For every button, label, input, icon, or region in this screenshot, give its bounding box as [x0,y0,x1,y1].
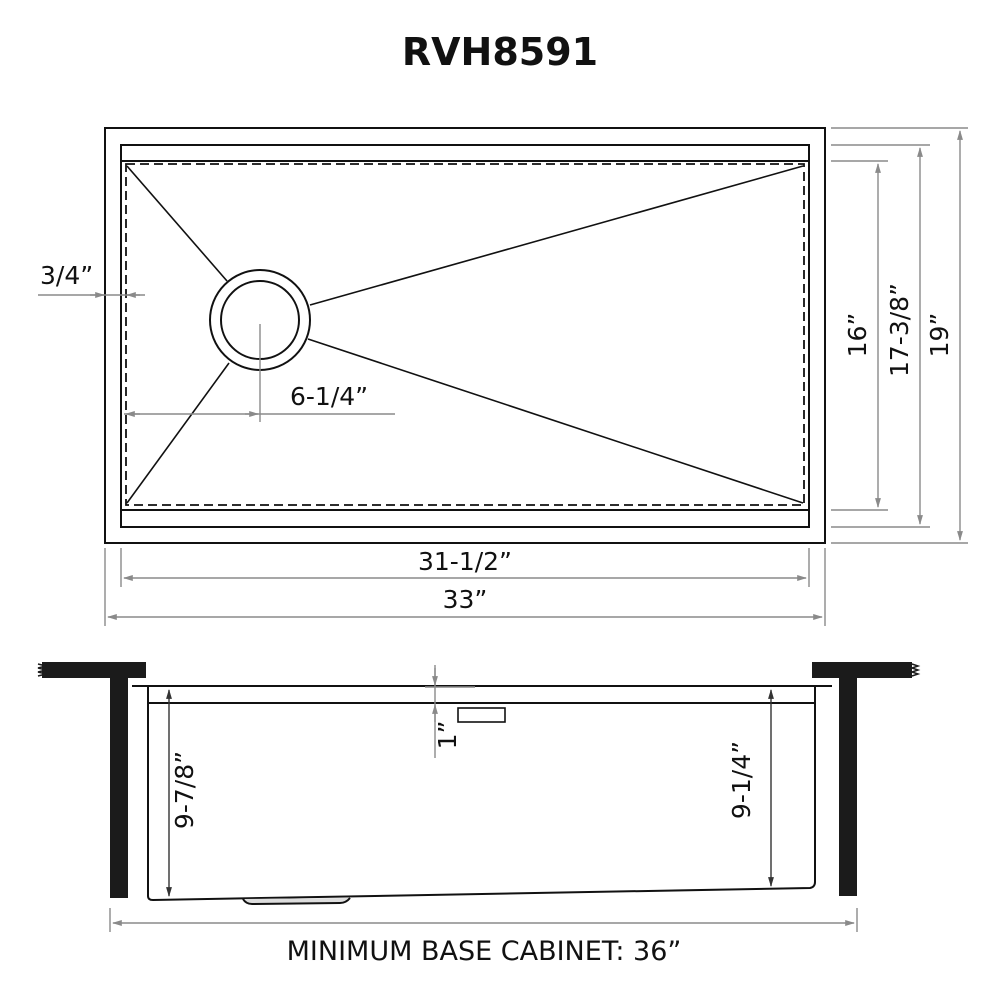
top-view: 3/4” 6-1/4” 31-1/2” 33” 16” 17-3/8” 19” [38,127,968,626]
dim-inner-width-label: 17-3/8” [885,283,914,377]
dim-overall-length-label: 33” [443,585,488,614]
slope-line-bottom-right [307,338,804,504]
model-title: RVH8591 [402,30,598,74]
ledge-slot [457,707,506,723]
right-countertop [812,662,912,678]
dim-overall-width-label: 19” [925,313,954,358]
left-countertop-break-icon [37,663,47,677]
right-cabinet-wall [839,678,857,896]
dim-right-depth-label: 9-1/4” [727,741,756,819]
min-cabinet-label: MINIMUM BASE CABINET: 36” [287,936,682,967]
dim-left-depth-label: 9-7/8” [170,751,199,829]
dim-drain-center-label: 6-1/4” [290,382,368,411]
dim-ledge-label: 1” [433,721,462,750]
slope-line-bottom-left [126,362,230,504]
dim-bowl-width-label: 16” [843,313,872,358]
left-cabinet-wall [110,678,128,898]
bowl-dashed-outline [125,163,805,506]
drain-bump [242,897,351,906]
dim-3-4-label: 3/4” [40,261,93,290]
inner-rim [120,144,810,528]
slope-line-top-right [309,165,804,306]
outer-rim [104,127,826,544]
right-countertop-break-icon [909,663,921,677]
side-view: 1” 9-7/8” 9-1/4” MINIMUM BASE CABINET: 3… [37,662,921,967]
slope-line-top-left [126,165,228,282]
dim-bowl-length-label: 31-1/2” [418,547,512,576]
sink-body-outline [147,686,816,902]
left-countertop [42,662,146,678]
